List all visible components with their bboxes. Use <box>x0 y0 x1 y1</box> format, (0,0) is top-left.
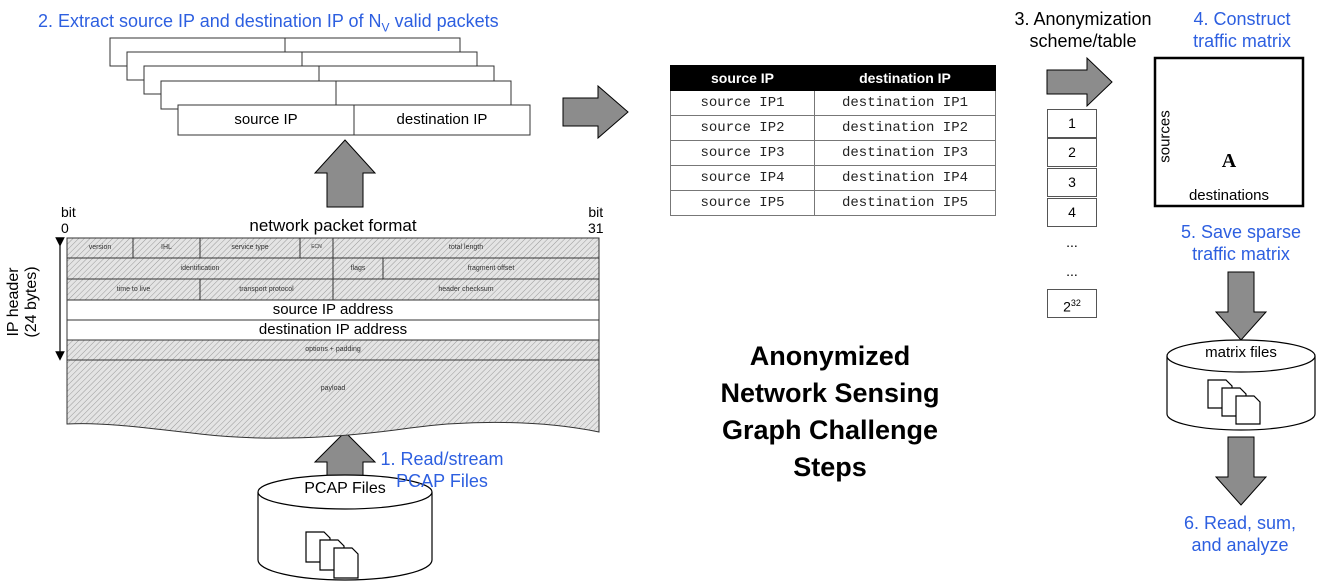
packet-destination-label: destination IP <box>396 111 488 128</box>
table-cell: source IP1 <box>670 90 815 116</box>
bit-start-num: 0 <box>61 220 69 236</box>
field-header-checksum: header checksum <box>438 286 494 293</box>
table-cell: source IP5 <box>670 190 815 216</box>
arrow-up-extract <box>313 139 377 208</box>
field-identification: identification <box>180 265 220 272</box>
bit-start-label: bit 0 <box>61 204 76 236</box>
field-service-type: service type <box>231 244 269 251</box>
title-line2: Network Sensing <box>720 378 940 408</box>
table-cell: destination IP1 <box>814 90 996 116</box>
table-cell: destination IP3 <box>814 140 996 166</box>
pcap-cylinder <box>257 474 433 581</box>
field-ihl: IHL <box>161 244 172 251</box>
matrix-symbol: A <box>1221 150 1237 172</box>
step-2-label: 2. Extract source IP and destination IP … <box>38 10 499 39</box>
traffic-matrix <box>1153 56 1305 208</box>
arrow-right-table <box>562 84 629 140</box>
arrow-right-anon <box>1046 56 1113 108</box>
step-6-line2: and analyze <box>1191 535 1289 555</box>
step-1-line2: PCAP Files <box>396 471 488 491</box>
anon-last-exp: 32 <box>1070 298 1081 308</box>
table-cell: source IP4 <box>670 165 815 191</box>
field-version: version <box>88 244 112 251</box>
anon-index-last: 232 <box>1047 289 1097 318</box>
field-ecn: ECN <box>311 244 322 250</box>
field-fragment-offset: fragment offset <box>467 265 515 272</box>
anon-index: 3 <box>1047 168 1097 197</box>
field-ttl: time to live <box>116 286 151 293</box>
table-cell: destination IP4 <box>814 165 996 191</box>
title-line4: Steps <box>793 452 867 482</box>
anon-index: 4 <box>1047 198 1097 227</box>
packet-source-label: source IP <box>234 111 298 128</box>
bit-end-label: bit 31 <box>588 204 604 236</box>
table-cell: destination IP2 <box>814 115 996 141</box>
field-total-length: total length <box>448 244 484 251</box>
table-header-source: source IP <box>670 65 815 91</box>
table-cell: source IP3 <box>670 140 815 166</box>
files-label: matrix files <box>1205 344 1277 361</box>
bit-start-word: bit <box>61 204 76 220</box>
step-4-line1: 4. Construct <box>1193 9 1291 29</box>
step-5-label: 5. Save sparse traffic matrix <box>1157 221 1325 265</box>
title-line3: Graph Challenge <box>721 415 939 445</box>
bit-end-word: bit <box>588 204 604 220</box>
step-2-sub: V <box>381 20 390 35</box>
ip-header-grid <box>66 237 600 361</box>
table-cell: destination IP5 <box>814 190 996 216</box>
arrow-down-save <box>1214 271 1268 341</box>
pcap-doc-icon <box>305 531 359 579</box>
anon-ellipsis: ... <box>1066 263 1078 279</box>
files-doc-icon <box>1207 379 1261 425</box>
field-flags: flags <box>350 265 366 272</box>
step-1-line1: 1. Read/stream <box>380 449 504 469</box>
bit-end-num: 31 <box>588 220 604 236</box>
step-2-text: 2. Extract source IP and destination IP … <box>38 11 364 31</box>
anon-index: 2 <box>1047 138 1097 167</box>
anon-last-base: 2 <box>1063 298 1071 315</box>
side-label-line2: (24 bytes) <box>23 266 40 338</box>
step-5-line1: 5. Save sparse <box>1180 222 1302 242</box>
table-header-row: source IP destination IP <box>670 65 996 91</box>
field-payload: payload <box>320 385 346 392</box>
matrix-cols-label: destinations <box>1188 187 1270 204</box>
step-6-label: 6. Read, sum, and analyze <box>1160 512 1320 556</box>
anon-ellipsis: ... <box>1066 234 1078 250</box>
step-5-line2: traffic matrix <box>1192 244 1290 264</box>
field-source-address: source IP address <box>272 301 394 318</box>
step-4-line2: traffic matrix <box>1193 31 1291 51</box>
field-destination-address: destination IP address <box>258 321 408 338</box>
packet-stack <box>109 37 531 136</box>
pcap-label: PCAP Files <box>304 480 386 497</box>
step-2-suffix: valid packets <box>394 11 499 31</box>
packet-format-title: network packet format <box>249 216 417 235</box>
step-2-n: N <box>368 11 382 31</box>
side-label-line1: IP header <box>5 267 22 337</box>
table-header-destination: destination IP <box>814 65 996 91</box>
field-options: options + padding <box>305 346 361 353</box>
step-1-label: 1. Read/stream PCAP Files <box>362 448 522 492</box>
payload-block <box>66 359 600 439</box>
arrow-down-analyze <box>1214 436 1268 506</box>
step-4-label: 4. Construct traffic matrix <box>1162 8 1322 52</box>
step-3-label: 3. Anonymization scheme/table <box>1008 8 1158 52</box>
ip-header-side-label: IP header (24 bytes) <box>5 247 41 357</box>
diagram-title: Anonymized Network Sensing Graph Challen… <box>660 338 1000 486</box>
anon-index: 1 <box>1047 109 1097 138</box>
step-3-line1: 3. Anonymization <box>1014 9 1152 29</box>
table-cell: source IP2 <box>670 115 815 141</box>
step-6-line1: 6. Read, sum, <box>1183 513 1297 533</box>
title-line1: Anonymized <box>749 341 911 371</box>
field-transport-protocol: transport protocol <box>239 286 294 293</box>
step-3-line2: scheme/table <box>1029 31 1137 51</box>
